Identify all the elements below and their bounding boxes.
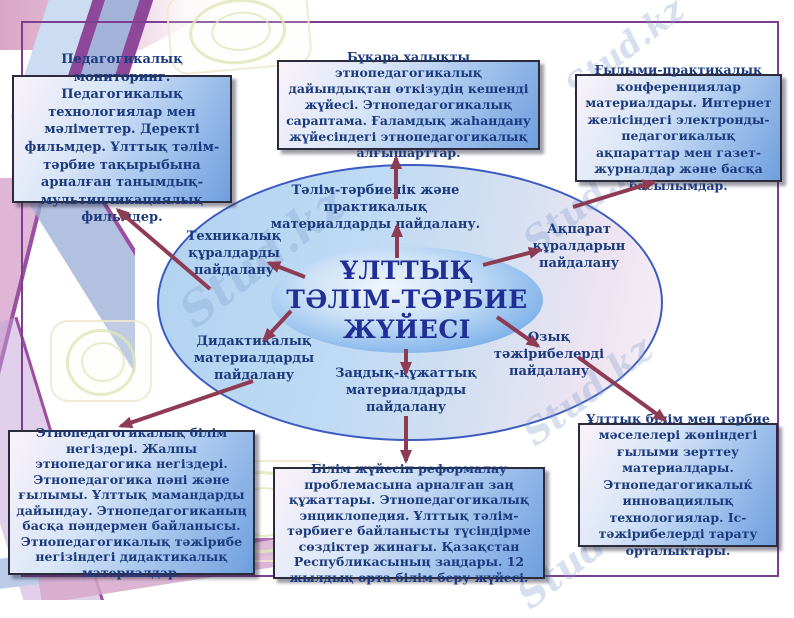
info-box-text: Ғылыми-практикалық конференциялар матери… (585, 62, 772, 193)
central-ellipse: ҰЛТТЫҚ ТӘЛІМ-ТӘРБИЕ ЖҮЙЕСІ (271, 247, 543, 353)
logo-watermark-icon (50, 320, 152, 402)
info-box-text: Ұлттық білім мен тәрбие мәселелері жөнін… (586, 410, 770, 558)
info-box-text: Этнопедагогикалық білім негіздері. Жалпы… (16, 425, 247, 580)
info-box-bottom-left: Этнопедагогикалық білім негіздері. Жалпы… (8, 425, 255, 580)
info-box-bottom-center: Білім жүйесін реформалау проблемасына ар… (273, 461, 545, 585)
info-box-top-left: Педагогикалық мониторинг. Педагогикалық … (12, 52, 232, 225)
satellite-label-information-media: Ақпарат құралдарын пайдалану (532, 222, 626, 272)
satellite-label-training-materials: Тәлім-тәрбиелік және практикалық материа… (270, 183, 481, 233)
info-box-text: Білім жүйесін реформалау проблемасына ар… (287, 461, 531, 585)
info-box-text: Бұқара халықты этнопедагогикалық дайынды… (286, 49, 531, 160)
satellite-label-legal-documents: Заңдық-құжаттық материалдарды пайдалану (335, 366, 477, 416)
satellite-label-didactic-materials: Дидактикалық материалдарды пайдалану (193, 334, 315, 384)
satellite-label-technical-tools: Техникалық құралдарды пайдалану (186, 229, 282, 279)
satellite-label-best-practices: Озық тәжірибелерді пайдалану (493, 330, 605, 380)
info-box-bottom-right: Ұлттық білім мен тәрбие мәселелері жөнін… (578, 411, 778, 558)
info-box-text: Педагогикалық мониторинг. Педагогикалық … (24, 52, 220, 226)
info-box-top-right: Ғылыми-практикалық конференциялар матери… (575, 62, 782, 193)
central-title: ҰЛТТЫҚ ТӘЛІМ-ТӘРБИЕ ЖҮЙЕСІ (286, 255, 528, 344)
info-box-top-center: Бұқара халықты этнопедагогикалық дайынды… (277, 49, 540, 160)
